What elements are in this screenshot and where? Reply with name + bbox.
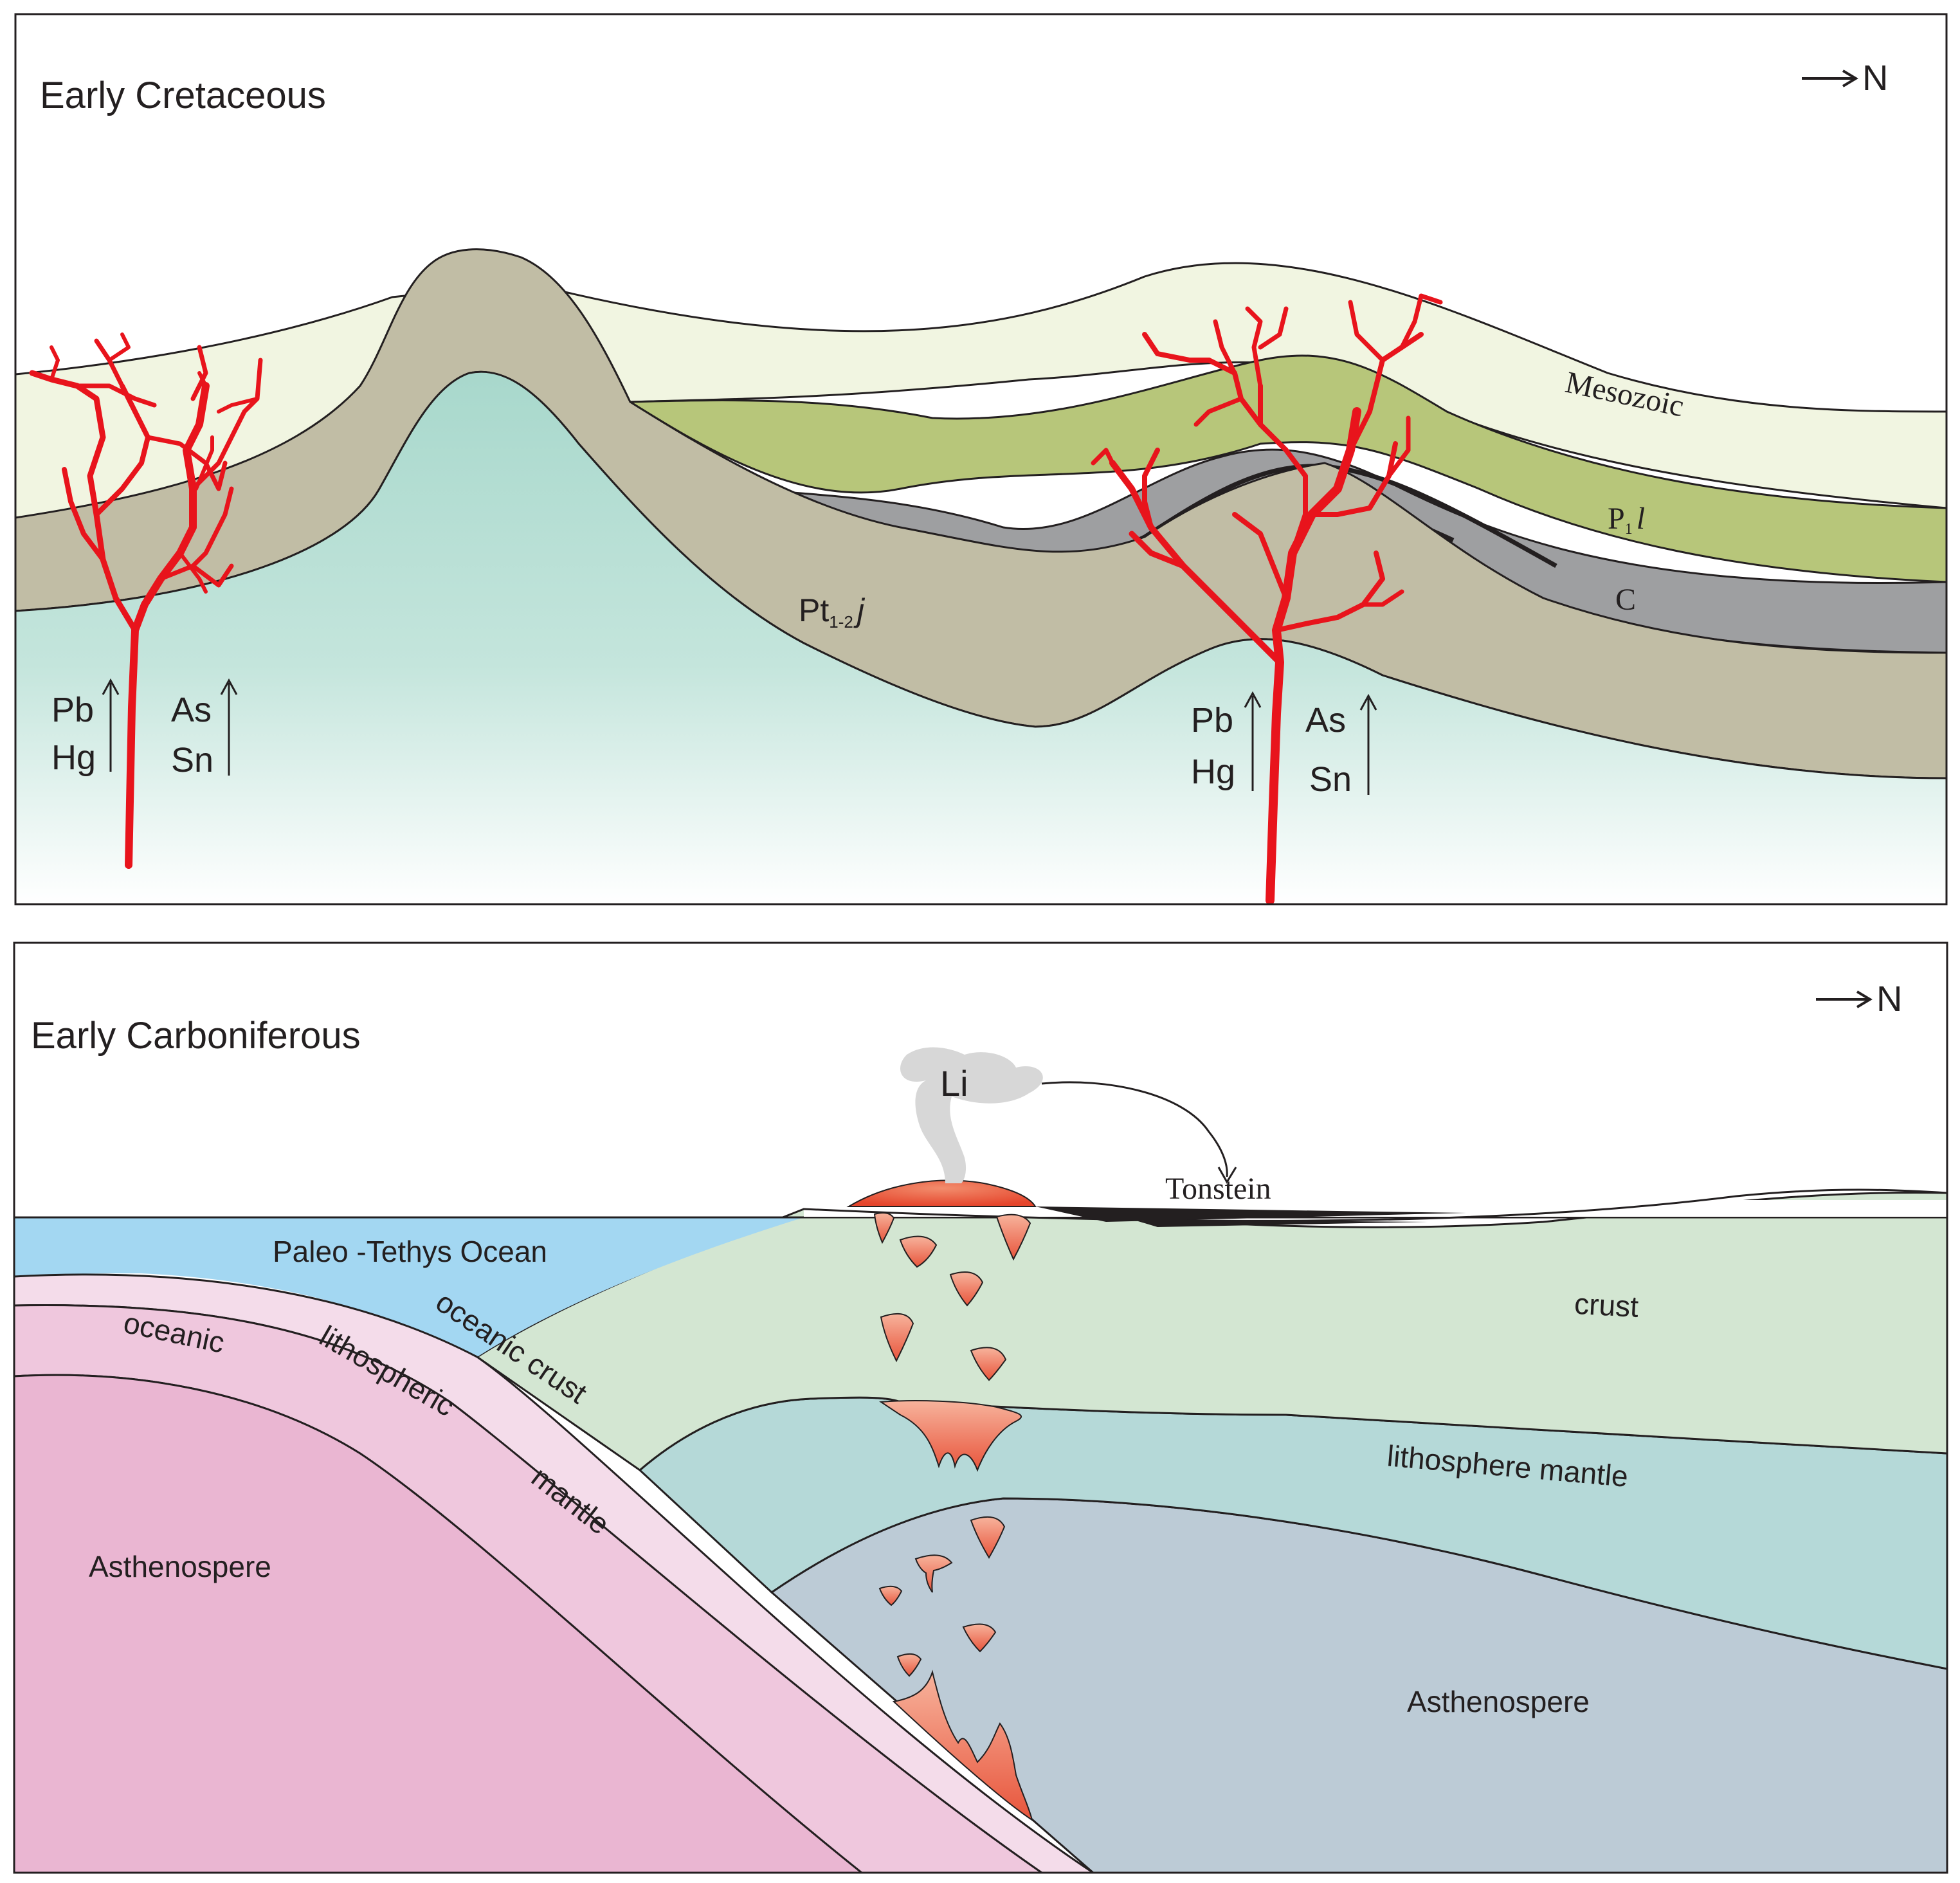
right-pb-hg-up-arrow: [1244, 691, 1262, 791]
magma-droplets-asthenosphere: [878, 1516, 1006, 1677]
asthenosphere-left-label: Asthenospere: [89, 1550, 271, 1583]
top-panel-border: [14, 13, 1948, 905]
panel-early-cretaceous: Early Cretaceous N Mesozoic P1l C Pt1-2j…: [14, 13, 1948, 905]
slab-melt-zone: [892, 1669, 1033, 1822]
basement-top-line: [15, 370, 1946, 779]
left-hg-label: Hg: [51, 738, 96, 777]
basement-layer: [15, 372, 1946, 904]
left-ore-vein-system: [29, 332, 263, 869]
top-panel-title: Early Cretaceous: [40, 75, 326, 116]
right-hg-label: Hg: [1191, 752, 1235, 791]
left-pb-hg-up-arrow: [102, 678, 120, 772]
right-sn-label: Sn: [1309, 760, 1352, 799]
crust-label: crust: [1574, 1287, 1639, 1324]
magma-droplets-crust: [873, 1212, 1031, 1381]
li-transport-arrow: [1041, 1081, 1228, 1178]
bottom-north-arrow: N: [1816, 978, 1902, 1019]
right-element-labels: Pb Hg As Sn: [1191, 691, 1377, 799]
asthenosphere-left-layer: [14, 1375, 862, 1873]
right-as-label: As: [1305, 701, 1346, 740]
ocean-label: Paleo -Tethys Ocean: [273, 1235, 547, 1268]
li-arrow-head: [1217, 1167, 1237, 1184]
right-as-sn-up-arrow: [1359, 693, 1377, 795]
left-as-sn-up-arrow: [220, 678, 238, 776]
ash-plume: [900, 1047, 1043, 1183]
bottom-north-label: N: [1876, 978, 1902, 1019]
asthenosphere-left-top-line: [14, 1374, 862, 1873]
right-ore-vein-system: [1091, 293, 1443, 904]
right-pb-label: Pb: [1191, 701, 1233, 740]
bottom-panel-title: Early Carboniferous: [31, 1015, 361, 1057]
panel-early-carboniferous: Early Carboniferous N Li Tonstein Paleo …: [13, 942, 1948, 1874]
li-label: Li: [940, 1063, 968, 1104]
left-as-label: As: [171, 691, 212, 729]
top-north-label: N: [1862, 57, 1888, 98]
volcanic-cone: [846, 1179, 1037, 1207]
c-label: C: [1615, 583, 1636, 617]
left-element-labels: Pb Hg As Sn: [51, 678, 238, 779]
left-pb-label: Pb: [51, 691, 94, 729]
left-sn-label: Sn: [171, 741, 213, 779]
land-surface-line: [803, 1188, 1947, 1222]
asthenosphere-right-label: Asthenospere: [1407, 1685, 1590, 1718]
bottom-panel-border: [13, 942, 1948, 1874]
tonstein-label: Tonstein: [1165, 1172, 1271, 1206]
underplating-magma: [879, 1400, 1022, 1472]
top-north-arrow: N: [1802, 57, 1888, 98]
paleo-tethys-ocean: [14, 1217, 804, 1357]
tonstein-layer: [1035, 1206, 1466, 1227]
